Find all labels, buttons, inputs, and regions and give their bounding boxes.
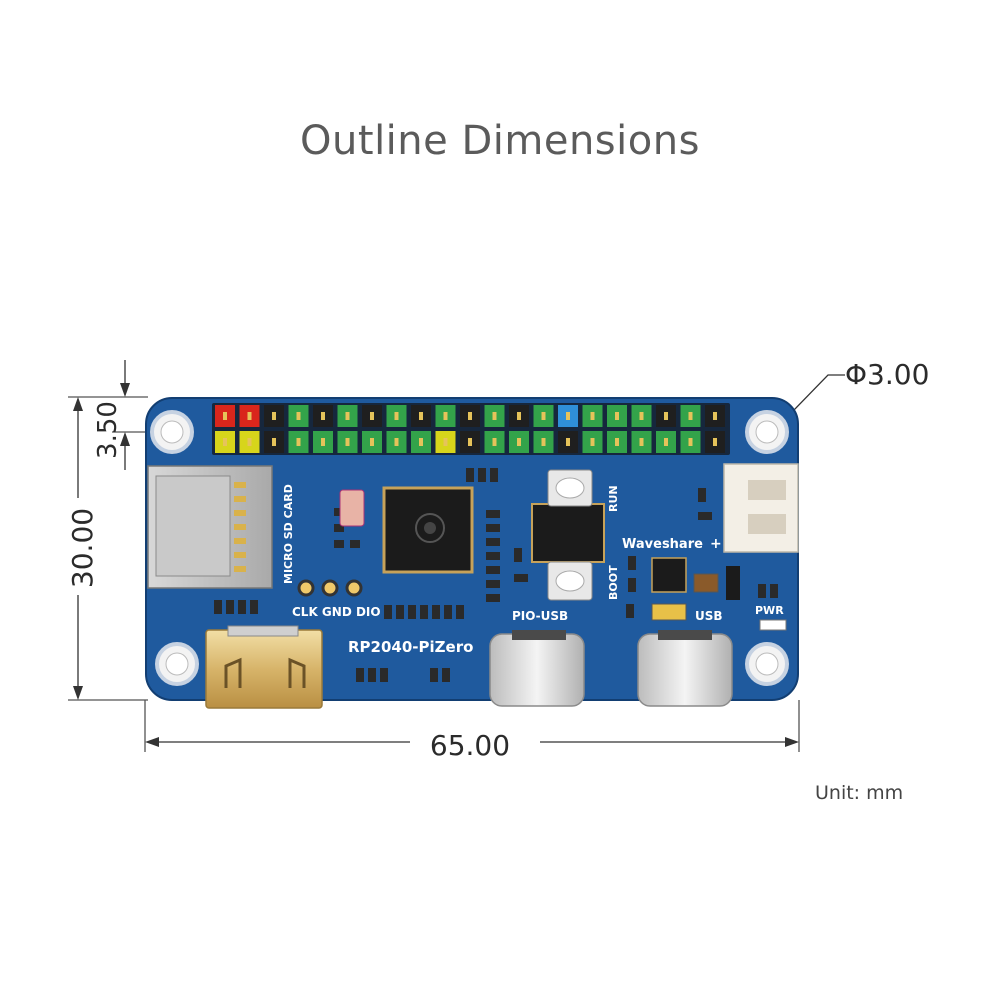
header-pin-tip — [443, 438, 448, 446]
mounting-hole-top-left — [150, 410, 194, 454]
header-pin-tip — [615, 438, 619, 446]
header-pin-tip — [296, 438, 301, 446]
regulator-ic — [651, 557, 687, 593]
crystal-oscillator — [339, 489, 365, 527]
header-pin-tip — [566, 438, 570, 446]
usb-c-port[interactable] — [637, 630, 733, 707]
header-pin-tip — [517, 412, 521, 420]
header-pin-tip — [419, 438, 423, 446]
header-pin-tip — [370, 438, 374, 446]
header-pin-tip — [492, 412, 497, 420]
header-pin-tip — [615, 412, 619, 420]
header-pin-tip — [468, 438, 472, 446]
header-pin-tip — [247, 412, 252, 420]
boot-button[interactable] — [547, 561, 593, 601]
header-pin-tip — [345, 438, 350, 446]
header-pin-tip — [443, 412, 448, 420]
header-pin-tip — [223, 412, 227, 420]
usb-label: USB — [695, 609, 723, 623]
board-name-label: RP2040-PiZero — [348, 638, 473, 656]
rp2040-chip — [382, 486, 474, 574]
run-label: RUN — [607, 485, 620, 512]
mounting-hole-bottom-right — [745, 642, 789, 686]
header-pin-tip — [321, 438, 325, 446]
passive-components — [214, 468, 778, 682]
header-pin-tip — [296, 412, 301, 420]
header-pin-tip — [517, 438, 521, 446]
brand-label: Waveshare — [622, 537, 703, 552]
pcb-board: MICRO SD CARD CLK GND DIO — [145, 397, 799, 709]
power-led — [759, 619, 787, 631]
inductor — [693, 573, 719, 593]
header-pin-tip — [688, 412, 693, 420]
header-pin-tip — [541, 412, 546, 420]
header-pin-tip — [639, 412, 644, 420]
header-pin-tip — [370, 412, 374, 420]
header-pin-tip — [345, 412, 350, 420]
header-pin-tip — [541, 438, 546, 446]
pio-usb-c-port[interactable] — [489, 630, 585, 707]
mini-hdmi-port[interactable] — [205, 625, 323, 709]
page-title: Outline Dimensions — [300, 118, 700, 164]
unit-note: Unit: mm — [815, 782, 904, 804]
capacitor — [651, 603, 687, 621]
flash-chip — [531, 503, 605, 563]
hole-diameter-label: Φ3.00 — [845, 358, 929, 391]
header-pin-tip — [468, 412, 472, 420]
header-pin-tip — [713, 412, 717, 420]
header-pin-tip — [688, 438, 693, 446]
diode — [726, 566, 740, 600]
gpio-header — [212, 403, 730, 455]
header-pin-tip — [247, 438, 252, 446]
header-pin-tip — [223, 438, 227, 446]
header-pin-tip — [566, 412, 570, 420]
swd-pads — [297, 579, 363, 597]
header-pin-tip — [272, 438, 276, 446]
header-pin-tip — [590, 438, 595, 446]
header-pin-tip — [272, 412, 276, 420]
header-pin-tip — [492, 438, 497, 446]
header-pin-tip — [664, 412, 668, 420]
header-pin-tip — [394, 438, 399, 446]
battery-connector — [723, 463, 799, 553]
header-pin-tip — [419, 412, 423, 420]
header-pin-tip — [321, 412, 325, 420]
micro-sd-slot — [147, 465, 273, 589]
width-dimension-label: 65.00 — [430, 729, 510, 762]
boot-label: BOOT — [607, 565, 620, 600]
header-pin-tip — [590, 412, 595, 420]
swd-label: CLK GND DIO — [292, 605, 381, 619]
hole-offset-label: 3.50 — [93, 401, 123, 459]
battery-plus-label: + — [710, 536, 722, 552]
mounting-hole-top-right — [745, 410, 789, 454]
header-pin-tip — [639, 438, 644, 446]
height-dimension-label: 30.00 — [66, 508, 99, 588]
pio-usb-label: PIO-USB — [512, 609, 568, 623]
header-pin-tip — [394, 412, 399, 420]
header-pin-tip — [713, 438, 717, 446]
pwr-label: PWR — [755, 604, 784, 617]
run-button[interactable] — [547, 469, 593, 507]
header-pin-tip — [664, 438, 668, 446]
micro-sd-label: MICRO SD CARD — [282, 484, 295, 584]
mounting-hole-bottom-left — [155, 642, 199, 686]
